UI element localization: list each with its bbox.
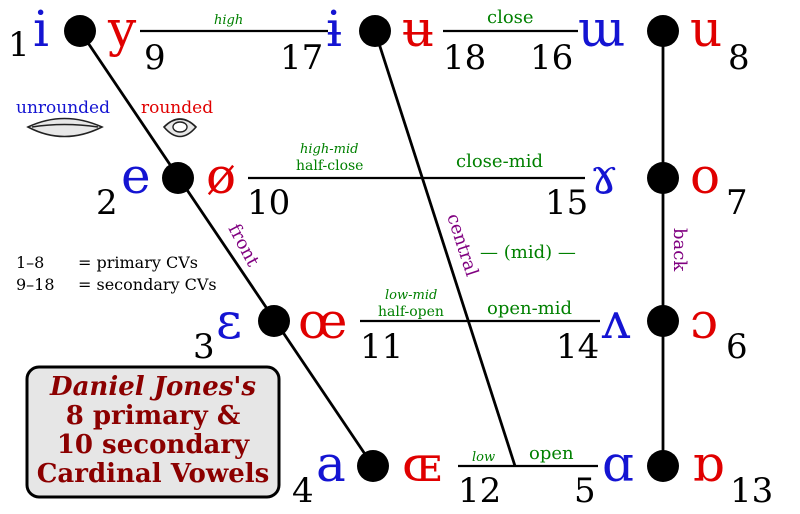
vowel-7: o xyxy=(690,147,720,205)
legend-secondary-range: 9–18 xyxy=(16,275,55,294)
vowel-9: y xyxy=(107,0,137,58)
vowel-17: ɨ xyxy=(326,0,342,58)
title-line-2: 8 primary & xyxy=(66,401,241,431)
vowel-8: u xyxy=(690,0,722,58)
number-18: 18 xyxy=(443,38,486,78)
number-17: 17 xyxy=(280,38,323,78)
number-7: 7 xyxy=(726,183,748,223)
number-1: 1 xyxy=(8,25,30,65)
label-back: back xyxy=(669,228,690,272)
dot-open-front xyxy=(357,450,389,482)
vowel-10: ø xyxy=(206,147,236,205)
vowel-5: ɑ xyxy=(602,435,634,493)
rounded-lips-icon xyxy=(162,118,198,138)
label-low-mid: low-mid xyxy=(385,288,437,303)
number-4: 4 xyxy=(292,471,314,509)
dot-close-back xyxy=(647,15,679,47)
dot-open-mid-back xyxy=(647,305,679,337)
vowel-3: ɛ xyxy=(216,292,242,350)
title-line-1: Daniel Jones's xyxy=(49,372,256,402)
label-high: high xyxy=(214,13,243,28)
label-high-mid: high-mid xyxy=(300,142,358,157)
label-half-close: half-close xyxy=(296,158,363,174)
number-5: 5 xyxy=(574,471,596,509)
number-3: 3 xyxy=(193,327,215,367)
vowel-1: i xyxy=(33,0,49,58)
dot-close-mid-front xyxy=(162,162,194,194)
legend-primary-range: 1–8 xyxy=(16,253,44,272)
dot-open-back xyxy=(647,450,679,482)
number-15: 15 xyxy=(545,183,588,223)
number-16: 16 xyxy=(530,38,573,78)
vowel-16: ɯ xyxy=(578,0,625,58)
front-edge xyxy=(78,30,375,467)
dot-close-front xyxy=(64,15,96,47)
label-close: close xyxy=(487,7,534,28)
vowel-4: a xyxy=(316,435,346,493)
vowel-13: ɒ xyxy=(692,435,724,493)
label-unrounded: unrounded xyxy=(16,98,110,118)
unrounded-lips-icon xyxy=(26,117,104,138)
legend-primary-label: = primary CVs xyxy=(78,253,198,272)
dot-close-mid-back xyxy=(647,162,679,194)
label-half-open: half-open xyxy=(378,304,444,320)
dot-close-central xyxy=(359,15,391,47)
vowel-2: e xyxy=(121,147,151,205)
label-low: low xyxy=(472,450,495,465)
title-line-4: Cardinal Vowels xyxy=(37,459,270,489)
label-rounded: rounded xyxy=(141,98,213,118)
number-11: 11 xyxy=(360,327,403,367)
title-line-3: 10 secondary xyxy=(57,430,250,460)
number-2: 2 xyxy=(96,183,118,223)
vowel-18: ʉ xyxy=(402,0,434,58)
label-close-mid: close-mid xyxy=(456,151,543,172)
number-8: 8 xyxy=(728,38,750,78)
number-9: 9 xyxy=(144,38,166,78)
vowel-11: œ xyxy=(298,292,347,350)
title-box xyxy=(25,365,281,499)
label-front: front xyxy=(224,220,264,270)
label-central: central xyxy=(442,211,482,279)
legend-secondary-label: = secondary CVs xyxy=(78,275,217,294)
label-mid: — (mid) — xyxy=(480,242,576,263)
number-10: 10 xyxy=(247,183,290,223)
label-open-mid: open-mid xyxy=(487,298,572,319)
number-12: 12 xyxy=(458,471,501,509)
number-14: 14 xyxy=(556,327,599,367)
vowel-12: ɶ xyxy=(402,435,442,493)
number-13: 13 xyxy=(730,471,773,509)
dot-open-mid-front xyxy=(258,305,290,337)
vowel-6: ɔ xyxy=(690,292,718,350)
central-edge xyxy=(373,30,517,467)
label-open: open xyxy=(529,443,574,464)
number-6: 6 xyxy=(726,327,748,367)
vowel-15: ɤ xyxy=(590,147,618,205)
vowel-14: ʌ xyxy=(601,292,631,350)
